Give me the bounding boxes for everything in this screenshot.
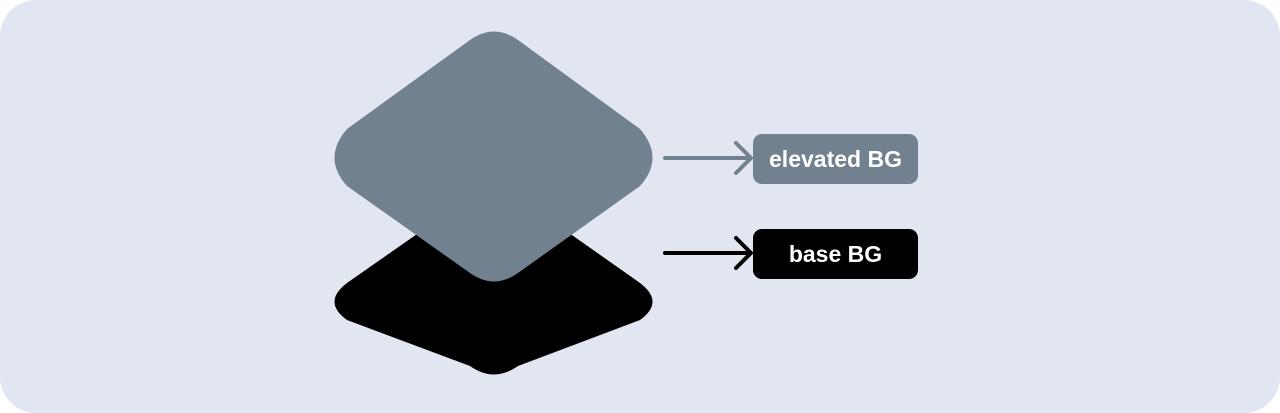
base-arrow	[663, 236, 753, 270]
elevated-arrow	[663, 141, 753, 175]
base-bg-label: base BG	[753, 229, 918, 279]
base-layer-shape	[334, 188, 653, 375]
elevated-layer-shape	[334, 31, 653, 282]
elevated-bg-label: elevated BG	[753, 134, 918, 184]
